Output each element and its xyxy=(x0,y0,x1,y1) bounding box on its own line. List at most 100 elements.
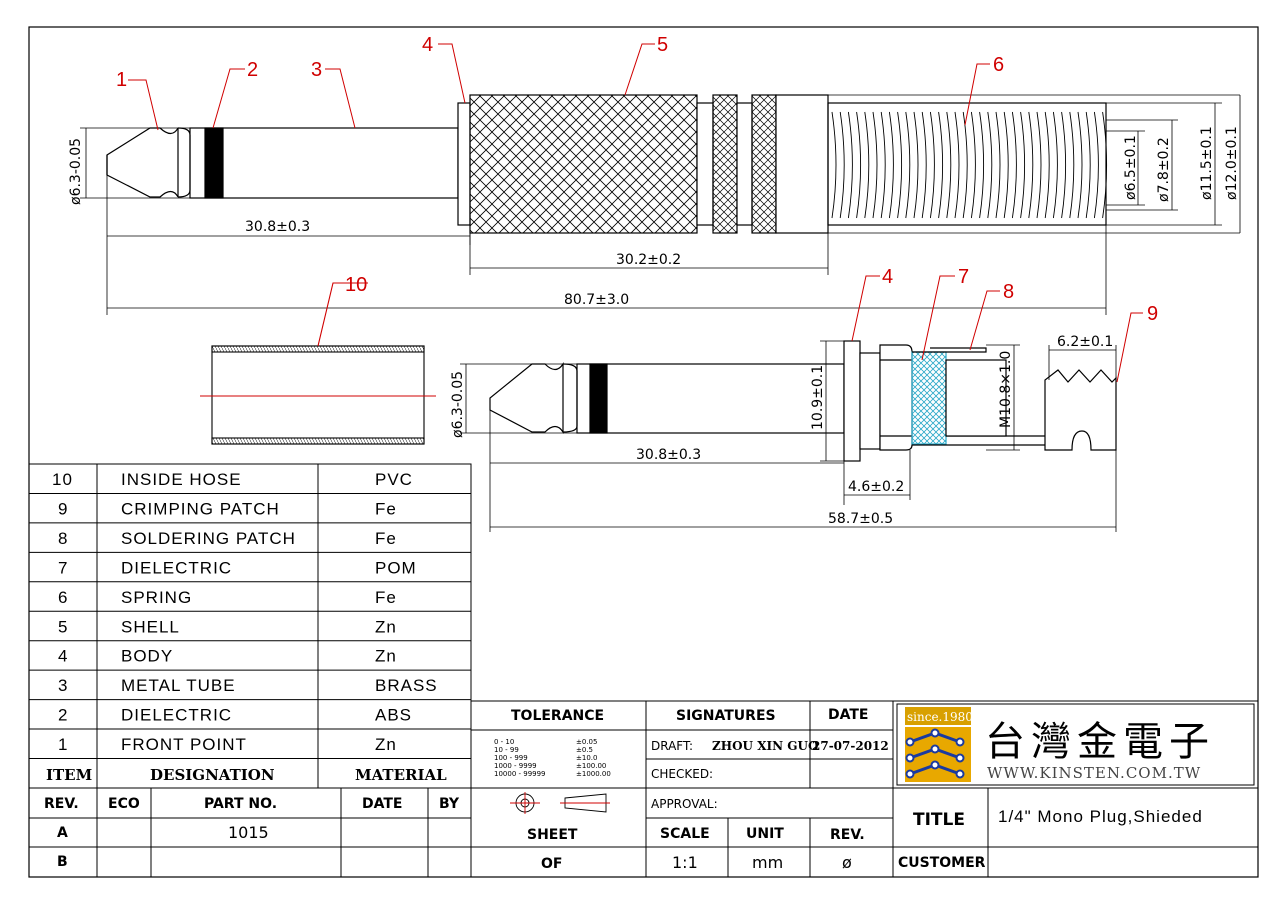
dim-tip-length-top: 30.8±0.3 xyxy=(245,219,310,235)
bom-designation: DIELECTRIC xyxy=(121,706,232,725)
rev-header-by: BY xyxy=(439,796,460,812)
bom-material: ABS xyxy=(375,706,412,725)
since-text: since.1980 xyxy=(907,710,973,724)
spring-coil xyxy=(1069,111,1075,219)
bom-designation: DIELECTRIC xyxy=(121,558,232,577)
spring-coil xyxy=(1102,111,1108,219)
bom-designation: SPRING xyxy=(121,588,192,607)
bom-material: Zn xyxy=(375,735,397,754)
dim-shell-inner: ø11.5±0.1 xyxy=(1199,126,1215,200)
title-block-grid xyxy=(470,700,1259,878)
spring-coil xyxy=(1036,111,1042,219)
spring-coil xyxy=(839,111,845,219)
spring-coil xyxy=(888,111,894,219)
dim-spring-mid: ø7.8±0.2 xyxy=(1156,137,1172,202)
of-label: OF xyxy=(541,856,562,872)
spring-coil xyxy=(880,111,886,219)
top-assembly-view xyxy=(106,94,1240,234)
bom-item-number: 3 xyxy=(58,676,68,695)
tolerance-value: ±1000.00 xyxy=(576,770,611,778)
bottom-callout-labels: 4 7 8 9 xyxy=(882,266,1158,325)
spring-coil xyxy=(897,111,903,219)
spring-coil xyxy=(1077,111,1083,219)
title-customer-block: TITLE 1/4" Mono Plug,Shieded CUSTOMER xyxy=(898,807,1202,871)
rev-label: REV. xyxy=(830,827,865,843)
rev-header-part-no: PART NO. xyxy=(204,796,277,812)
spring-coil xyxy=(962,111,968,219)
callout-2: 2 xyxy=(247,59,258,81)
bom-header-material: MATERIAL xyxy=(355,766,447,784)
callout-4: 4 xyxy=(422,34,433,56)
unit-label: UNIT xyxy=(746,826,784,842)
draft-name: ZHOU XIN GUO xyxy=(712,739,818,753)
bom-material: Fe xyxy=(375,499,397,518)
bom-item-number: 1 xyxy=(58,735,68,754)
circuit-logo-icon xyxy=(905,727,971,782)
bom-designation: BODY xyxy=(121,647,173,666)
spring-coil xyxy=(938,111,944,219)
top-dimension-texts: ø6.3-0.05 30.8±0.3 30.2±0.2 80.7±3.0 ø6.… xyxy=(68,126,1240,308)
spring-coil xyxy=(979,111,985,219)
spring-coil xyxy=(1061,111,1067,219)
dim-total-length-top: 80.7±3.0 xyxy=(564,292,629,308)
draft-label: DRAFT: xyxy=(651,739,693,753)
inside-hose-view xyxy=(200,282,436,445)
callout-9: 9 xyxy=(1147,303,1158,325)
bottom-dimension-texts: ø6.3-0.05 30.8±0.3 10.9±0.1 4.6±0.2 M10.… xyxy=(450,334,1113,527)
company-name: 台灣金電子 xyxy=(985,719,1215,765)
company-url: WWW.KINSTEN.COM.TW xyxy=(987,764,1201,782)
spring-coil xyxy=(921,111,927,219)
bom-designation: SHELL xyxy=(121,617,180,636)
spring-coil xyxy=(946,111,952,219)
bom-material: POM xyxy=(375,558,417,577)
top-callout-leaders xyxy=(128,43,990,131)
rev-row-a-part-no: 1015 xyxy=(228,823,269,842)
dim-total-length-bottom: 58.7±0.5 xyxy=(828,511,893,527)
dim-thread-length: 4.6±0.2 xyxy=(848,479,904,495)
spring-coil xyxy=(1011,111,1017,219)
spring-coil xyxy=(847,111,853,219)
title-label: TITLE xyxy=(913,810,965,830)
bom-item-number: 7 xyxy=(58,558,68,577)
dim-shell-outer: ø12.0±0.1 xyxy=(1224,126,1240,200)
rev-row-b-rev: B xyxy=(57,854,68,870)
bom-table xyxy=(28,463,472,789)
spring-coil xyxy=(995,111,1001,219)
rev-value: ø xyxy=(842,853,852,872)
callout-7: 7 xyxy=(958,266,969,288)
spring-coil xyxy=(1044,111,1050,219)
bom-item-number: 2 xyxy=(58,706,68,725)
bom-item-number: 5 xyxy=(58,617,68,636)
bom-designation: FRONT POINT xyxy=(121,735,247,754)
bottom-section-view xyxy=(489,340,1117,462)
tolerance-range: 0 - 10 xyxy=(494,738,514,746)
customer-label: CUSTOMER xyxy=(898,855,986,871)
spring-coil xyxy=(970,111,976,219)
tolerance-title: TOLERANCE xyxy=(511,708,604,724)
scale-label: SCALE xyxy=(660,826,710,842)
sheet-label: SHEET xyxy=(527,827,578,843)
bom-designation: INSIDE HOSE xyxy=(121,470,242,489)
bom-material: BRASS xyxy=(375,676,438,695)
callout-1: 1 xyxy=(116,69,127,91)
bom-material: Fe xyxy=(375,588,397,607)
spring-coil xyxy=(864,111,870,219)
spring-coil xyxy=(872,111,878,219)
bom-header-designation: DESIGNATION xyxy=(150,766,275,784)
signatures-block: SIGNATURES DATE DRAFT: ZHOU XIN GUO 27-0… xyxy=(651,707,889,872)
bom-item-number: 4 xyxy=(58,647,68,666)
callout-4-bottom: 4 xyxy=(882,266,893,288)
dim-flange-diameter: 10.9±0.1 xyxy=(810,365,826,430)
callout-10: 10 xyxy=(345,274,367,296)
signatures-title: SIGNATURES xyxy=(676,708,776,724)
bom-material: Zn xyxy=(375,647,397,666)
spring-coil xyxy=(929,111,935,219)
tolerance-value: ±0.05 xyxy=(576,738,597,746)
bom-item-number: 6 xyxy=(58,588,68,607)
scale-value: 1:1 xyxy=(672,853,698,872)
top-callout-labels: 1 2 3 4 5 6 xyxy=(116,34,1004,91)
bom-designation: SOLDERING PATCH xyxy=(121,529,296,548)
tolerance-range: 100 - 999 xyxy=(494,754,528,762)
